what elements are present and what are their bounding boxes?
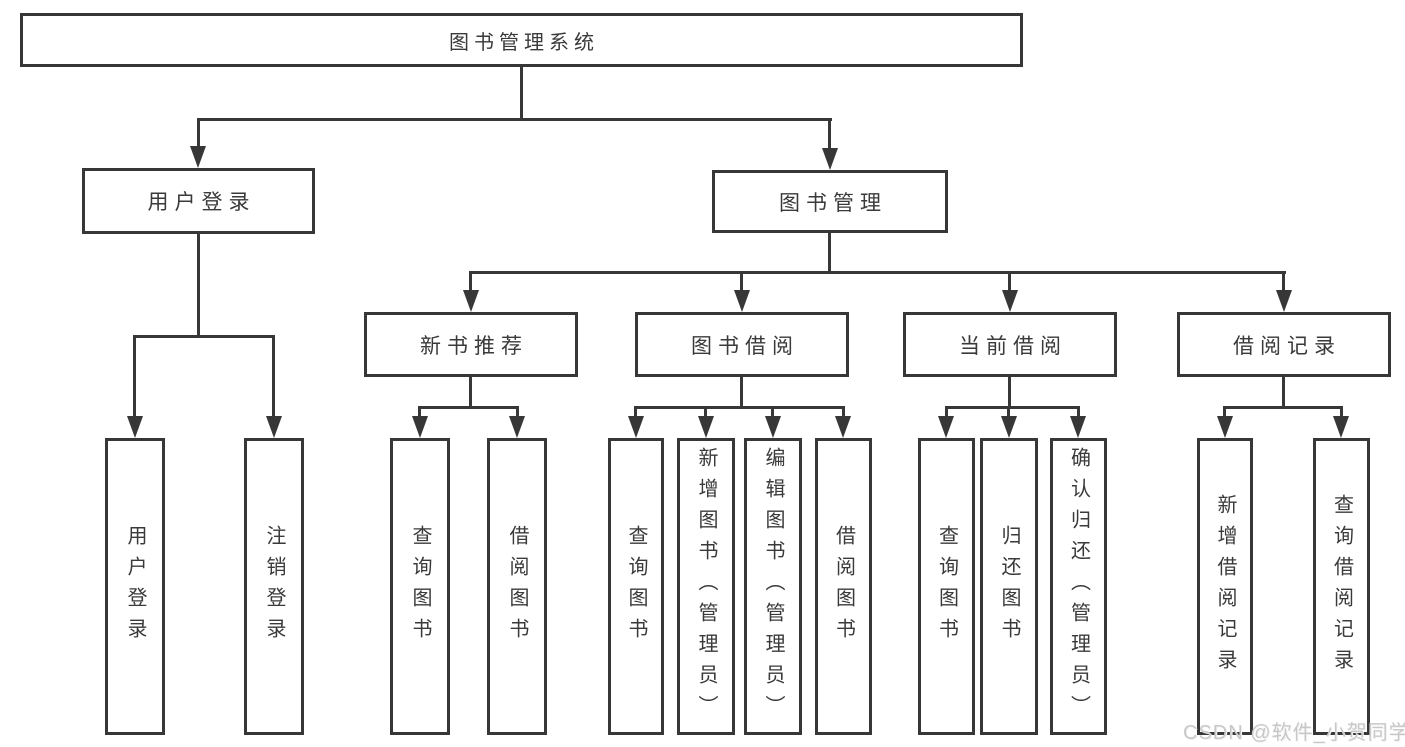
connector-line [945, 406, 948, 422]
node-new-book-recommend: 新书推荐 [364, 312, 578, 377]
connector-line [740, 377, 743, 408]
connector-line [1008, 377, 1011, 408]
leaf-query-books-current: 查询图书 [918, 438, 975, 735]
connector-line [704, 406, 707, 422]
arrowhead-down-icon [1001, 416, 1017, 438]
connector-line [133, 335, 136, 420]
leaf-label: 新增借阅记录 [1214, 493, 1236, 680]
connector-line [418, 406, 519, 409]
arrowhead-down-icon [835, 416, 851, 438]
arrowhead-down-icon [412, 416, 428, 438]
node-root: 图书管理系统 [20, 13, 1023, 67]
arrowhead-down-icon [734, 290, 750, 312]
connector-line [520, 67, 523, 120]
connector-line [133, 335, 275, 338]
connector-line [469, 271, 1286, 274]
leaf-label: 查询图书 [935, 524, 958, 649]
connector-line [197, 118, 200, 150]
arrowhead-down-icon [938, 416, 954, 438]
leaf-logout-login: 注销登录 [244, 438, 304, 735]
leaf-borrow-books-recommend: 借阅图书 [487, 438, 547, 735]
node-label: 图书管理系统 [449, 31, 599, 54]
node-label: 新书推荐 [420, 334, 528, 358]
node-book-borrow: 图书借阅 [635, 312, 849, 377]
arrowhead-down-icon [127, 416, 143, 438]
connector-line [1282, 377, 1285, 408]
arrowhead-down-icon [1002, 290, 1018, 312]
leaf-label: 注销登录 [263, 524, 285, 649]
node-book-management: 图书管理 [712, 170, 948, 233]
node-label: 用户登录 [147, 191, 256, 214]
node-label: 图书借阅 [691, 334, 799, 358]
arrowhead-down-icon [628, 416, 644, 438]
connector-line [1008, 271, 1011, 296]
leaf-return-books: 归还图书 [980, 438, 1038, 735]
connector-line [1223, 406, 1226, 422]
leaf-borrow-books-borrow: 借阅图书 [815, 438, 872, 735]
connector-line [272, 335, 275, 420]
leaf-label: 借阅图书 [506, 524, 528, 649]
leaf-confirm-return-admin: 确认归还（管理员） [1050, 438, 1107, 735]
leaf-query-borrow-record: 查询借阅记录 [1313, 438, 1370, 735]
connector-line [1340, 406, 1343, 422]
connector-line [418, 406, 421, 422]
connector-line [828, 233, 831, 273]
leaf-edit-books-admin: 编辑图书（管理员） [744, 438, 802, 735]
node-user-login: 用户登录 [82, 168, 315, 234]
connector-line [197, 234, 200, 337]
connector-line [1223, 406, 1343, 409]
connector-line [771, 406, 774, 422]
connector-line [1077, 406, 1080, 422]
connector-line [1282, 271, 1285, 296]
connector-line [842, 406, 845, 422]
leaf-add-books-admin: 新增图书（管理员） [677, 438, 735, 735]
leaf-label: 编辑图书（管理员） [762, 447, 784, 726]
arrowhead-down-icon [190, 146, 206, 168]
connector-line [740, 271, 743, 296]
node-label: 借阅记录 [1233, 334, 1341, 358]
arrowhead-down-icon [822, 148, 838, 170]
watermark: CSDN @软件_小贺同学 [1183, 722, 1405, 744]
node-current-borrow: 当前借阅 [903, 312, 1117, 377]
leaf-label: 归还图书 [998, 524, 1020, 649]
leaf-label: 用户登录 [124, 524, 146, 649]
leaf-label: 新增图书（管理员） [695, 447, 717, 726]
connector-line [516, 406, 519, 422]
arrowhead-down-icon [698, 416, 714, 438]
arrowhead-down-icon [509, 416, 525, 438]
arrowhead-down-icon [463, 290, 479, 312]
node-label: 图书管理 [779, 191, 887, 215]
arrowhead-down-icon [1070, 416, 1086, 438]
leaf-label: 查询图书 [625, 524, 647, 649]
leaf-user-login: 用户登录 [105, 438, 165, 735]
connector-line [634, 406, 637, 422]
arrowhead-down-icon [765, 416, 781, 438]
connector-line [197, 118, 832, 121]
arrowhead-down-icon [1276, 290, 1292, 312]
connector-line [469, 377, 472, 408]
leaf-label: 查询图书 [409, 524, 431, 649]
leaf-label: 借阅图书 [832, 524, 855, 649]
node-borrow-records: 借阅记录 [1177, 312, 1391, 377]
connector-line [945, 406, 1080, 409]
node-label: 当前借阅 [959, 334, 1067, 358]
leaf-query-books-borrow: 查询图书 [608, 438, 664, 735]
connector-line [469, 271, 472, 296]
connector-line [828, 118, 831, 150]
arrowhead-down-icon [1217, 416, 1233, 438]
leaf-label: 查询借阅记录 [1330, 493, 1353, 680]
leaf-query-books-recommend: 查询图书 [390, 438, 450, 735]
connector-line [634, 406, 845, 409]
arrowhead-down-icon [1333, 416, 1349, 438]
leaf-add-borrow-record: 新增借阅记录 [1197, 438, 1253, 735]
leaf-label: 确认归还（管理员） [1067, 447, 1090, 726]
connector-line [1007, 406, 1010, 422]
arrowhead-down-icon [266, 416, 282, 438]
